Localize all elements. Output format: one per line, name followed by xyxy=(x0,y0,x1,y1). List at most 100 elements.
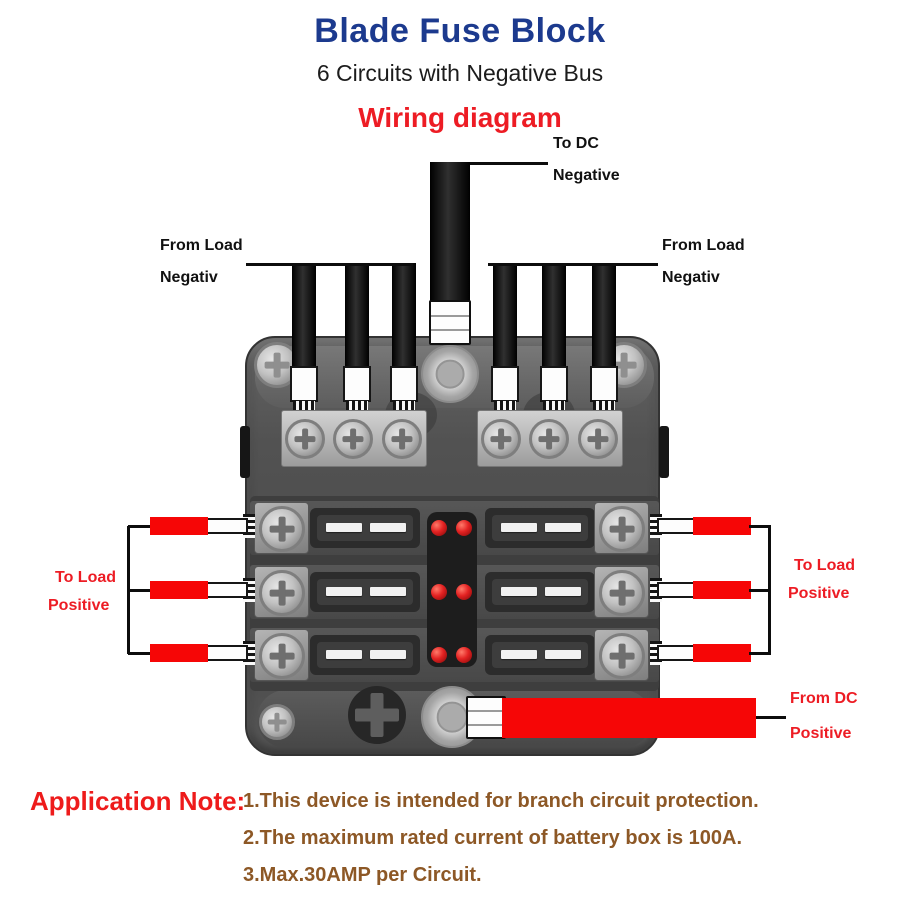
positive-screw-terminal xyxy=(254,566,309,618)
crimp-teeth xyxy=(494,401,516,410)
positive-wire xyxy=(150,644,208,662)
led-indicator-icon xyxy=(456,584,472,600)
positive-wire xyxy=(150,517,208,535)
wire-connector xyxy=(657,582,695,598)
negative-wire xyxy=(392,263,416,368)
terminal-screw-icon xyxy=(599,570,645,616)
negative-bus-stud xyxy=(421,345,479,403)
fuse-slot xyxy=(485,635,595,675)
fuse-blade xyxy=(501,523,537,532)
dc-negative-lug xyxy=(429,300,471,345)
positive-screw-terminal xyxy=(254,502,309,554)
wire-connector xyxy=(657,645,695,661)
bracket-line xyxy=(768,526,771,654)
negative-wire xyxy=(493,263,517,368)
fuse-slot xyxy=(485,572,595,612)
terminal-screw-icon xyxy=(259,633,305,679)
fuse-blade xyxy=(545,587,581,596)
led-indicator-icon xyxy=(431,520,447,536)
label-from-load-left-line1: From Load xyxy=(160,237,243,254)
label-from-dc-line2: Positive xyxy=(790,725,852,742)
bracket-line xyxy=(127,526,130,654)
callout-line-to-dc xyxy=(470,162,548,165)
negative-wire xyxy=(345,263,369,368)
fuse-slot xyxy=(310,635,420,675)
fuse-blade xyxy=(370,650,406,659)
fuse-blade xyxy=(326,523,362,532)
positive-screw-terminal xyxy=(254,629,309,681)
fuse-blade xyxy=(545,650,581,659)
fuse-block-body xyxy=(240,336,669,756)
application-note-item: 1.This device is intended for branch cir… xyxy=(243,790,759,812)
page-subtitle: 6 Circuits with Negative Bus xyxy=(316,60,604,86)
callout-line-from-load-left xyxy=(246,263,412,266)
fuse-blade xyxy=(370,587,406,596)
label-from-load-right-line2: Negativ xyxy=(662,269,720,286)
terminal-screw-icon xyxy=(599,506,645,552)
label-from-load-right-line1: From Load xyxy=(662,237,745,254)
bracket-stub-line xyxy=(749,589,771,592)
positive-wire xyxy=(150,581,208,599)
crimp-teeth xyxy=(293,401,315,410)
crimp-teeth xyxy=(346,401,368,410)
callout-line-from-load-right xyxy=(488,263,658,266)
terminal-screw-icon xyxy=(333,419,373,459)
fuse-blade xyxy=(501,650,537,659)
bracket-stub-line xyxy=(128,525,150,528)
application-note-item: 2.The maximum rated current of battery b… xyxy=(243,827,743,849)
wire-connector xyxy=(290,366,318,402)
positive-screw-terminal xyxy=(594,502,649,554)
label-to-load-left-line1: To Load xyxy=(55,569,117,586)
positive-screw-terminal xyxy=(594,566,649,618)
negative-terminal-strip-right xyxy=(477,410,623,467)
positive-screw-terminal xyxy=(594,629,649,681)
mount-tab-right xyxy=(659,426,669,478)
corner-screw-icon xyxy=(259,704,295,740)
plus-mark-icon xyxy=(348,686,406,744)
terminal-screw-icon xyxy=(578,419,618,459)
terminal-screw-icon xyxy=(285,419,325,459)
label-to-dc-line1: To DC xyxy=(553,135,599,152)
bracket-stub-line xyxy=(749,652,771,655)
label-from-load-left-line2: Negativ xyxy=(160,269,218,286)
wire-connector xyxy=(206,582,248,598)
dc-negative-wire xyxy=(430,162,470,302)
page-title: Blade Fuse Block xyxy=(314,12,606,50)
led-indicator-icon xyxy=(456,647,472,663)
led-indicator-icon xyxy=(456,520,472,536)
fuse-slot xyxy=(485,508,595,548)
dc-positive-wire xyxy=(502,698,756,738)
led-indicator-icon xyxy=(431,584,447,600)
crimp-teeth xyxy=(593,401,615,410)
led-indicator-icon xyxy=(431,647,447,663)
bracket-stub-line xyxy=(749,525,771,528)
terminal-screw-icon xyxy=(259,506,305,552)
terminal-screw-icon xyxy=(382,419,422,459)
wire-connector xyxy=(206,518,248,534)
fuse-blade xyxy=(370,523,406,532)
fuse-blade xyxy=(326,650,362,659)
positive-wire xyxy=(693,517,751,535)
wire-connector xyxy=(343,366,371,402)
bracket-stub-line xyxy=(128,652,150,655)
terminal-screw-icon xyxy=(529,419,569,459)
terminal-screw-icon xyxy=(481,419,521,459)
negative-wire xyxy=(592,263,616,368)
callout-line-from-dc xyxy=(756,716,786,719)
fuse-blade xyxy=(545,523,581,532)
wire-connector xyxy=(390,366,418,402)
bracket-stub-line xyxy=(128,589,150,592)
positive-wire xyxy=(693,644,751,662)
wire-connector xyxy=(540,366,568,402)
application-note-heading: Application Note: xyxy=(30,786,246,816)
terminal-screw-icon xyxy=(259,570,305,616)
label-to-dc-line2: Negative xyxy=(553,167,620,184)
positive-wire xyxy=(693,581,751,599)
application-note-item: 3.Max.30AMP per Circuit. xyxy=(243,864,482,886)
terminal-screw-icon xyxy=(599,633,645,679)
wire-connector xyxy=(206,645,248,661)
wire-connector xyxy=(491,366,519,402)
negative-wire xyxy=(292,263,316,368)
fuse-slot xyxy=(310,508,420,548)
